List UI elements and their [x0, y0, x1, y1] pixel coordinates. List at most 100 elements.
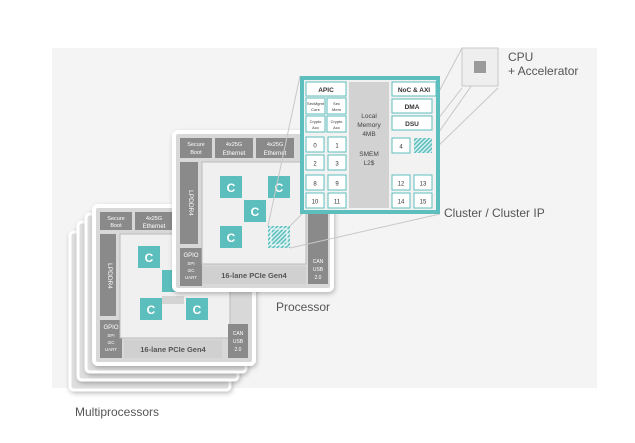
core-block — [268, 176, 290, 198]
sysmem-line2: Mem — [332, 107, 342, 112]
crypto-line1: Crypto — [310, 119, 323, 124]
secmgmt-line2: Core — [311, 107, 320, 112]
apic-block — [305, 81, 347, 97]
core-number-cell — [391, 192, 411, 209]
core-number-cell — [413, 192, 433, 209]
core-number-cell — [305, 192, 325, 209]
cpu-label: CPU — [508, 50, 534, 64]
highlighted-core-cell — [414, 138, 432, 153]
sysmem-line1: Sec — [333, 101, 340, 106]
gpio-label: GPIO — [183, 253, 198, 259]
noc-axi-block — [391, 81, 437, 97]
spi-label: SPI — [107, 333, 114, 338]
highlighted-cluster-block — [268, 226, 290, 248]
cpu-accelerator-label: CPU + Accelerator — [508, 50, 578, 78]
cpu-inner-box — [474, 61, 486, 73]
crypto-line1: Crypto — [331, 119, 344, 124]
cluster-detail: APIC SecMgmt Core Sec Mem Crypto Acc Cry… — [300, 76, 440, 214]
ethernet-block — [215, 138, 253, 158]
usb-version-label: 2.0 — [235, 347, 242, 353]
secure-boot-block — [180, 138, 212, 158]
ethernet-line2: Ethernet — [264, 151, 287, 157]
i2c-label: I2C — [107, 340, 115, 345]
ethernet-block — [256, 138, 294, 158]
can-label: CAN — [313, 259, 324, 265]
core-number: 1 — [335, 144, 339, 150]
smem-line1: SMEM — [359, 151, 379, 158]
core-block — [244, 200, 266, 222]
core-number: 0 — [313, 144, 317, 150]
secure-boot-line1: Secure — [187, 142, 204, 148]
core-number: 12 — [398, 182, 405, 188]
core-number: 14 — [398, 200, 405, 206]
noc-axi-label: NoC & AXI — [398, 87, 430, 94]
cpu-accelerator-icon — [461, 47, 499, 87]
core-number-grid-left: 0 1 2 3 8 9 10 11 — [305, 136, 347, 209]
zoom-line — [267, 75, 301, 227]
core-number: 10 — [312, 200, 319, 206]
core-number-cell — [413, 174, 433, 191]
dsu-label: DSU — [405, 121, 419, 128]
ethernet-line1: 4x25G — [226, 142, 242, 148]
usb-version-label: 2.0 — [315, 275, 322, 281]
can-label: CAN — [233, 331, 244, 337]
ethernet-line2: Ethernet — [143, 224, 166, 230]
core-label: C — [275, 181, 284, 195]
can-usb-block — [228, 324, 248, 358]
local-memory-line2: Memory — [357, 122, 381, 129]
local-memory-block — [349, 82, 389, 208]
core-label: C — [147, 303, 156, 317]
core-number: 8 — [313, 182, 317, 188]
core-number: 13 — [420, 182, 427, 188]
core-block — [220, 226, 242, 248]
core-number: 9 — [335, 182, 339, 188]
apic-label: APIC — [318, 87, 334, 94]
uart-label: UART — [185, 275, 197, 280]
dma-block — [391, 98, 433, 114]
pcie-block — [124, 340, 222, 358]
secure-boot-line1: Secure — [107, 216, 124, 222]
core-number-cell — [327, 136, 347, 153]
core-number: 11 — [334, 200, 341, 206]
core-label: C — [193, 303, 202, 317]
gpio-block — [100, 320, 122, 358]
gpio-block — [180, 248, 202, 286]
core-number-cell — [391, 174, 411, 191]
core-label: C — [227, 181, 236, 195]
lpddr-label: LPDDR4 — [187, 190, 194, 216]
core-block — [140, 298, 162, 320]
core-block — [138, 246, 160, 268]
core-number: 15 — [420, 200, 427, 206]
lpddr-block — [100, 234, 116, 316]
core-label: C — [145, 251, 154, 265]
highlighted-cluster-outline — [270, 228, 288, 246]
core-number-grid-right: 4 12 13 14 15 — [391, 137, 433, 209]
crypto-line2: Acc — [333, 125, 340, 130]
core-number-cell — [327, 192, 347, 209]
sysmem-block — [326, 97, 347, 115]
dma-label: DMA — [405, 104, 420, 111]
dsu-block — [391, 115, 433, 131]
lpddr-label: LPDDR4 — [106, 263, 113, 289]
spi-label: SPI — [187, 261, 194, 266]
core-number: 4 — [399, 145, 403, 151]
processor-label: Processor — [276, 300, 331, 314]
zoom-line — [433, 87, 499, 151]
ethernet-line1: 4x25G — [267, 142, 283, 148]
uart-label: UART — [105, 347, 117, 352]
core-label: C — [227, 231, 236, 245]
gpio-label: GPIO — [103, 325, 118, 331]
i2c-label: I2C — [187, 268, 195, 273]
core-label: C — [251, 205, 260, 219]
core-block — [186, 298, 208, 320]
core-number-cell — [391, 137, 411, 154]
lpddr-block — [180, 162, 198, 244]
local-memory-line1: Local — [361, 113, 377, 120]
ethernet-block — [135, 212, 173, 230]
cluster-label: Cluster / Cluster IP — [444, 206, 545, 220]
local-memory-line3: 4MB — [362, 131, 375, 138]
right-edge-block — [308, 210, 328, 284]
core-number: 2 — [313, 162, 317, 168]
